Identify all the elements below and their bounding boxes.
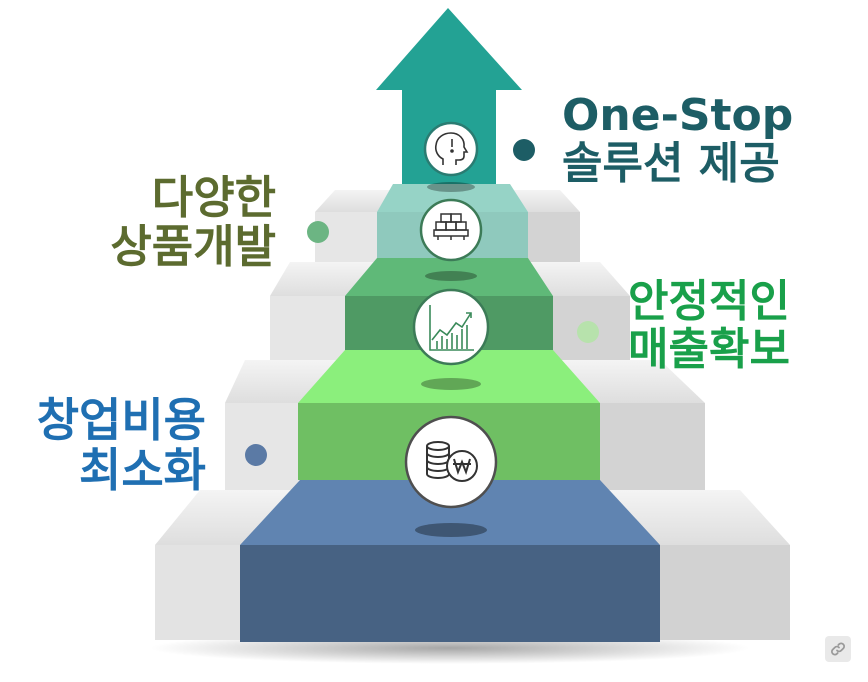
label-product-dev-line1: 다양한 — [151, 171, 276, 224]
coins-won-icon — [404, 415, 498, 509]
bullet-dot-startup-cost — [245, 444, 267, 466]
growth-chart-icon — [412, 288, 490, 366]
label-product-dev-line2: 상품개발 — [110, 219, 276, 273]
label-one-stop-line2: 솔루션 제공 — [562, 138, 780, 190]
label-startup-cost-line2: 최소화 — [79, 442, 206, 497]
icon-shadow-1 — [415, 523, 487, 537]
icon-shadow-2 — [421, 378, 481, 390]
link-icon — [831, 642, 845, 656]
label-stable-sales: 안정적인 매출확보 — [628, 278, 790, 373]
label-startup-cost: 창업비용 최소화 — [36, 393, 206, 497]
up-arrow — [376, 8, 522, 184]
step-1-front — [240, 545, 660, 642]
product-boxes-icon — [419, 198, 483, 262]
step-4-top — [377, 184, 528, 212]
idea-head-icon — [423, 121, 479, 177]
label-startup-cost-line1: 창업비용 — [36, 393, 206, 447]
label-stable-sales-line2: 매출확보 — [628, 323, 790, 375]
stone-step-1-shade — [660, 545, 790, 640]
step-2-top — [298, 350, 600, 403]
icon-shadow-4 — [427, 182, 475, 192]
stone-step-2-shade — [600, 403, 705, 490]
bullet-dot-stable-sales — [577, 321, 599, 343]
step-3-top — [345, 258, 553, 296]
link-button[interactable] — [825, 636, 851, 662]
label-stable-sales-line1: 안정적인 — [628, 276, 790, 327]
bullet-dot-product-dev — [307, 221, 329, 243]
label-one-stop: One-Stop 솔루션 제공 — [562, 90, 794, 190]
stone-step-4-shade — [528, 212, 580, 262]
bullet-dot-one-stop — [513, 139, 535, 161]
label-product-dev: 다양한 상품개발 — [110, 171, 276, 273]
label-one-stop-line1: One-Stop — [562, 90, 794, 141]
step-1-top — [240, 480, 660, 545]
icon-shadow-3 — [425, 271, 477, 281]
